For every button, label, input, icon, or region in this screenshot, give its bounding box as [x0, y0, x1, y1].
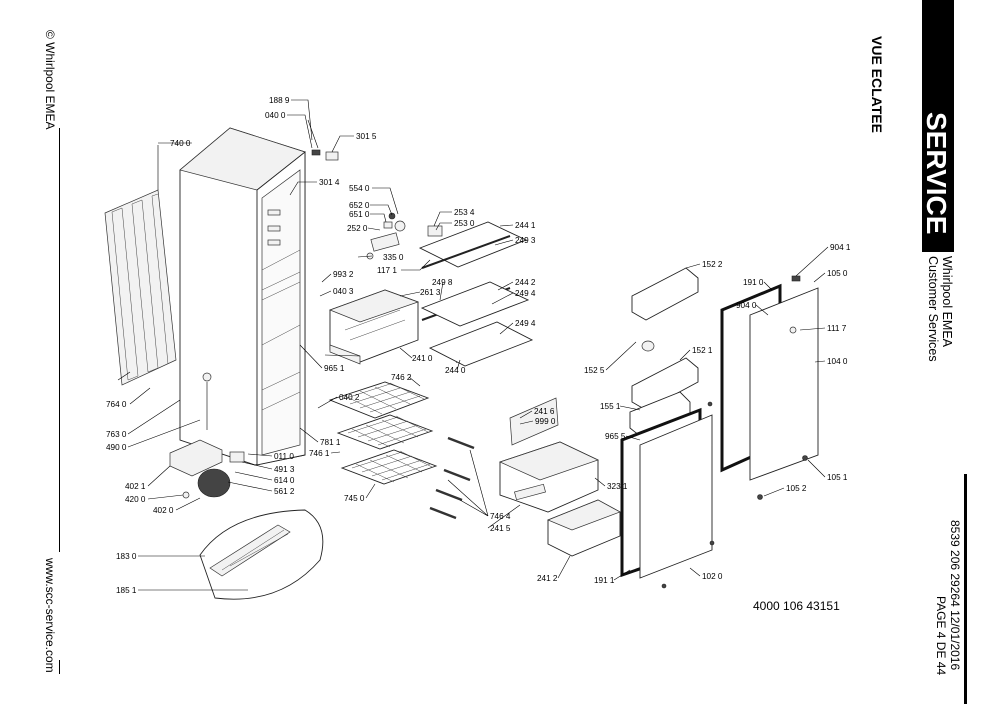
callout-label: 244 0 [445, 366, 466, 375]
callout-label: 764 0 [106, 400, 127, 409]
callout-label: 904 1 [830, 243, 851, 252]
callout-label: 241 6 [534, 407, 555, 416]
callout-label: 104 0 [827, 357, 848, 366]
condenser-coil [104, 145, 177, 386]
callout-label: 152 2 [702, 260, 723, 269]
callout-label: 105 2 [786, 484, 807, 493]
callout-label: 249 8 [432, 278, 453, 287]
callout-label: 763 0 [106, 430, 127, 439]
service-banner [922, 0, 954, 252]
callout-label: 111 7 [827, 324, 847, 333]
callout-label: 241 5 [490, 524, 511, 533]
callout-label: 301 5 [356, 132, 377, 141]
callout-label: 152 1 [692, 346, 713, 355]
callout-label: 740 0 [170, 139, 191, 148]
glass-shelves-upper [418, 221, 534, 367]
callout-label: 105 0 [827, 269, 848, 278]
right-divider [964, 474, 967, 704]
callout-label: 420 0 [125, 495, 146, 504]
callout-label: 191 0 [743, 278, 764, 287]
callout-labels: 188 9 040 0 301 5 740 0 301 4 554 0 652 … [106, 96, 851, 595]
callout-label: 241 2 [537, 574, 558, 583]
callout-label: 965 5 [605, 432, 626, 441]
door-bins [629, 267, 699, 437]
callout-label: 253 0 [454, 219, 475, 228]
wire-baskets [328, 381, 438, 485]
callout-label: 999 0 [535, 417, 556, 426]
callout-label: 614 0 [274, 476, 295, 485]
callout-label: 993 2 [333, 270, 354, 279]
callout-label: 261 3 [420, 288, 441, 297]
callout-label: 249 4 [515, 319, 536, 328]
callout-label: 904 0 [736, 301, 757, 310]
callout-label: 323 1 [607, 482, 628, 491]
callout-label: 746 2 [391, 373, 412, 382]
callout-label: 554 0 [349, 184, 370, 193]
callout-label: 746 1 [309, 449, 330, 458]
shelf-rails [429, 436, 475, 520]
callout-label: 965 1 [324, 364, 345, 373]
callout-label: 183 0 [116, 552, 137, 561]
callout-label: 253 4 [454, 208, 475, 217]
callout-label: 301 4 [319, 178, 340, 187]
callout-label: 490 0 [106, 443, 127, 452]
callout-label: 745 0 [344, 494, 365, 503]
callout-label: 152 5 [584, 366, 605, 375]
callout-label: 652 0 [349, 201, 370, 210]
callout-label: 746 4 [490, 512, 511, 521]
cabinet [179, 127, 306, 466]
callout-label: 102 0 [702, 572, 723, 581]
left-divider-bottom [59, 660, 60, 674]
compressor-assembly [169, 439, 245, 499]
callout-label: 252 0 [347, 224, 368, 233]
crisper-drawer-top [324, 289, 420, 365]
callout-label: 040 0 [265, 111, 286, 120]
callout-label: 040 3 [333, 287, 354, 296]
freezer-flap [509, 397, 559, 446]
callout-label: 188 9 [269, 96, 290, 105]
callout-label: 105 1 [827, 473, 848, 482]
part-number: 4000 106 43151 [753, 599, 840, 613]
freezer-door [620, 401, 715, 589]
callout-label: 402 0 [153, 506, 174, 515]
callout-label: 335 0 [383, 253, 404, 262]
callout-label: 249 4 [515, 289, 536, 298]
leader-lines [127, 99, 829, 591]
freezer-drawers [499, 441, 621, 557]
callout-label: 241 0 [412, 354, 433, 363]
left-divider [59, 128, 60, 552]
callout-label: 781 1 [320, 438, 341, 447]
callout-label: 185 1 [116, 586, 137, 595]
callout-label: 244 2 [515, 278, 536, 287]
fridge-door [720, 275, 819, 500]
callout-label: 117 1 [377, 266, 397, 275]
callout-label: 249 3 [515, 236, 536, 245]
callout-label: 040 2 [339, 393, 360, 402]
callout-label: 244 1 [515, 221, 536, 230]
control-module [366, 212, 443, 260]
callout-label: 491 3 [274, 465, 295, 474]
base-cover [199, 509, 324, 600]
callout-label: 011 0 [274, 452, 294, 461]
callout-label: 651 0 [349, 210, 370, 219]
callout-label: 155 1 [600, 402, 621, 411]
callout-label: 191 1 [594, 576, 615, 585]
callout-label: 561 2 [274, 487, 295, 496]
callout-label: 402 1 [125, 482, 146, 491]
top-hinge-parts [307, 119, 339, 161]
